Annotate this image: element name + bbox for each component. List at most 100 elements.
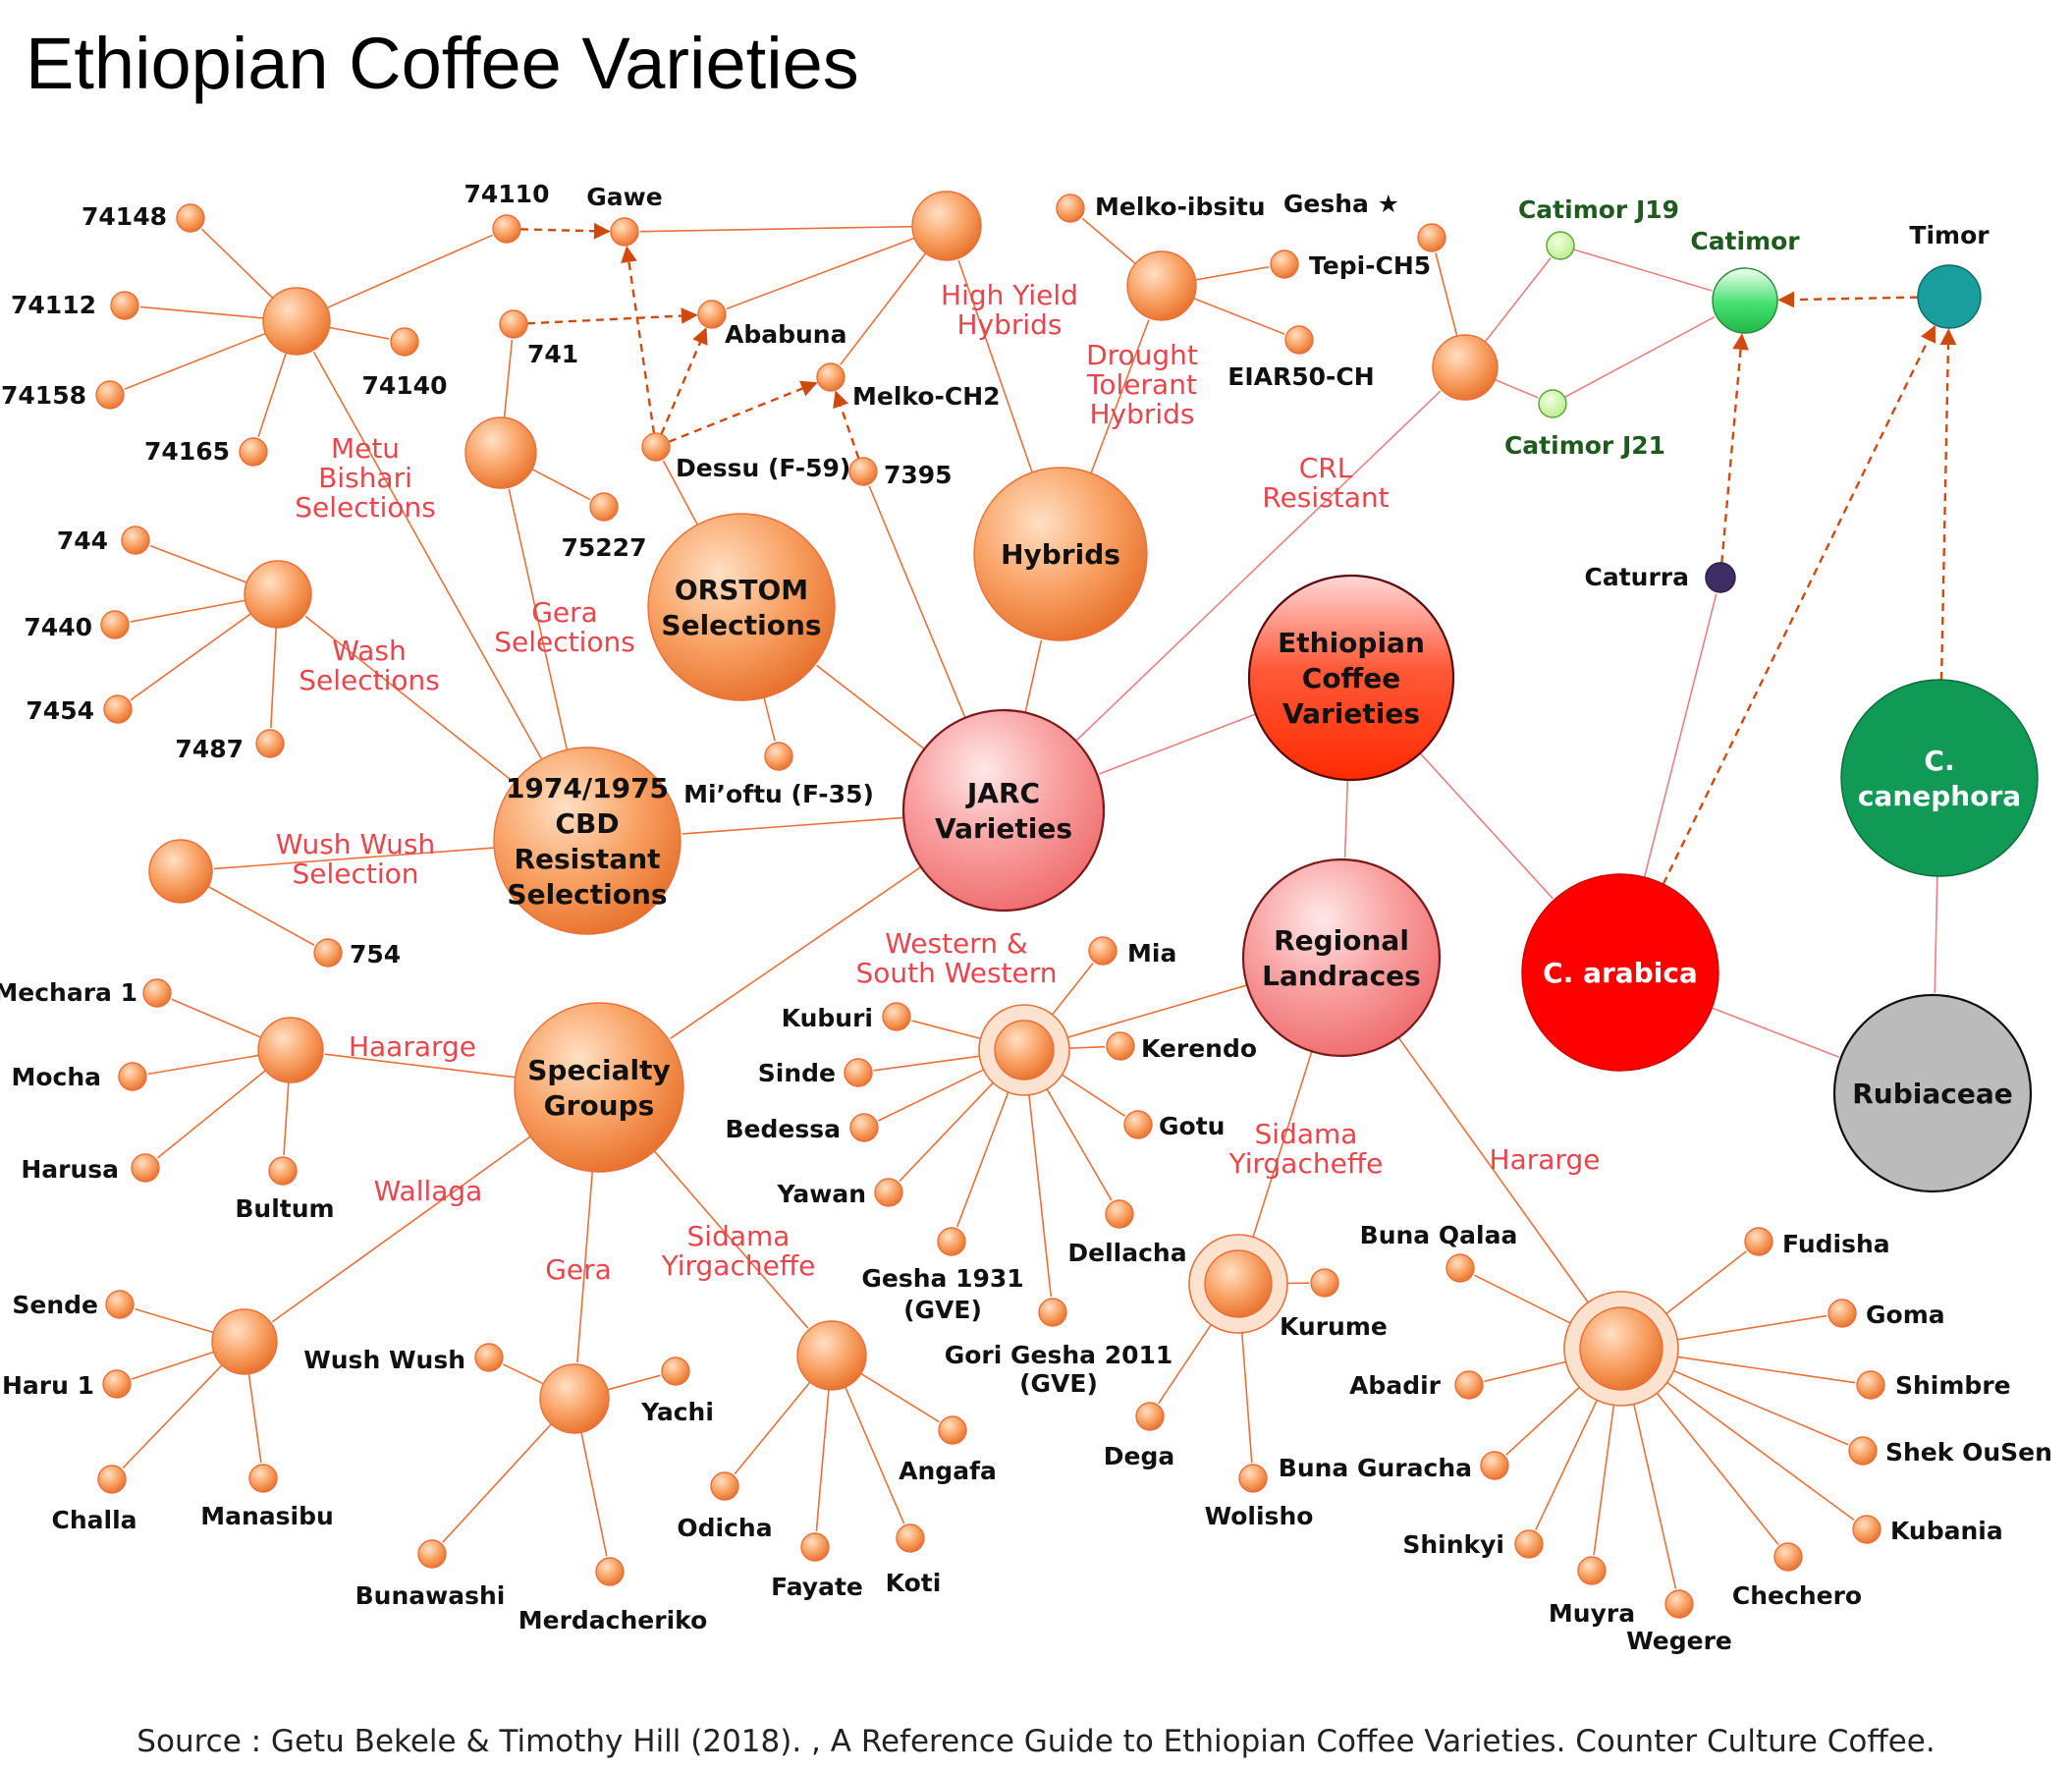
leaf-wash-7487	[255, 729, 285, 758]
leaf-hararge-abadir	[1454, 1370, 1484, 1400]
spoke-hararge-11	[1646, 1380, 1779, 1546]
leaf-western-kerendo	[1106, 1031, 1135, 1061]
group-label-gera-sel-0: Gera	[531, 596, 598, 629]
node-specialty	[514, 1002, 684, 1173]
edge-hybrids-drought-hub	[1090, 319, 1150, 473]
node-label-ecv-1: Coffee	[1302, 662, 1400, 694]
leaf-label-orstom-gawe: Gawe	[586, 183, 662, 211]
node-label-cbd-2: Resistant	[514, 843, 660, 875]
leaf-label-orstom-mi-oftu-f-35: Mi’oftu (F-35)	[683, 780, 874, 808]
node-arabica	[1521, 873, 1719, 1072]
edge-regional-sid-rg-hub	[1248, 1051, 1313, 1250]
edge-orstom-l-orstom-3	[662, 460, 698, 526]
edge-cbd-ww-hub	[213, 847, 495, 870]
node-label-cbd-1: CBD	[555, 807, 619, 840]
spoke-wallaga-0	[135, 1307, 214, 1334]
leaf-gera-bunawashi	[417, 1539, 447, 1569]
group-label-metu-1: Bishari	[318, 462, 412, 494]
page-title: Ethiopian Coffee Varieties	[26, 23, 859, 104]
leaf-label-metu-74148: 74148	[82, 202, 167, 231]
edge-orstom-l-orstom-5	[763, 696, 776, 742]
leaf-western-mia	[1088, 936, 1118, 966]
leaf-western-bedessa	[849, 1113, 879, 1142]
leaf-wallaga-sende	[105, 1290, 135, 1319]
group-label-western-1: South Western	[855, 957, 1057, 989]
hub-crl-hub	[1432, 334, 1499, 401]
edge-hy-top-l-orstom-0	[639, 225, 913, 233]
leaf-orstom-dessu-f-59	[641, 432, 671, 462]
node-jarc	[901, 708, 1106, 913]
spoke-western-7	[1038, 1075, 1113, 1201]
leaf-label-sidama_rg-wolisho: Wolisho	[1205, 1502, 1314, 1530]
spoke-wash-0	[149, 544, 247, 583]
spoke-hararge-3	[1484, 1357, 1582, 1383]
group-label-crl-1: Resistant	[1262, 481, 1389, 514]
group-label-drought-1: Tolerant	[1086, 368, 1197, 401]
leaf-label-metu-74165: 74165	[144, 437, 230, 466]
hub-haar-hub	[257, 1017, 324, 1083]
leaf-label-western-gori-gesha-2011: Gori Gesha 2011	[945, 1341, 1173, 1369]
leaf-label-hararge-chechero: Chechero	[1732, 1581, 1862, 1610]
spoke-hararge-6	[1505, 1375, 1592, 1456]
leaf-western-dellacha	[1105, 1199, 1134, 1229]
group-label-gera-0: Gera	[545, 1253, 612, 1286]
leaf-metu-74148	[176, 203, 205, 233]
node-label-regional-0: Regional	[1274, 924, 1409, 957]
spoke-haararge-1	[147, 1054, 259, 1076]
spoke-metu-3	[257, 353, 288, 438]
leaf-label-metu-74112: 74112	[11, 291, 96, 319]
spoke-gera-2	[442, 1423, 552, 1543]
spoke-haararge-0	[171, 998, 261, 1038]
arrow-l-metu-5-l-orstom-0	[519, 222, 611, 240]
spoke-hararge-10	[1629, 1388, 1677, 1589]
leaf-label-hararge-buna-guracha: Buna Guracha	[1279, 1454, 1472, 1482]
spoke-hararge-7	[1654, 1372, 1855, 1522]
group-label-sidama-rg-0: Sidama	[1255, 1118, 1358, 1150]
leaf-label-wallaga-manasibu: Manasibu	[200, 1502, 334, 1530]
group-label-wash-0: Wash	[332, 635, 406, 667]
leaf-orstom-7395	[848, 457, 878, 486]
leaf-orstom-gawe	[610, 217, 639, 247]
leaf-label-western-mia: Mia	[1127, 939, 1176, 968]
spoke-western-2	[873, 1053, 996, 1072]
group-label-sidama-sp-1: Yirgacheffe	[661, 1249, 816, 1282]
node-label-specialty-0: Specialty	[527, 1054, 671, 1086]
node-label-specialty-1: Groups	[544, 1089, 655, 1122]
spoke-sidama_sp-2	[815, 1389, 830, 1532]
leaf-label-haararge-bultum: Bultum	[235, 1194, 334, 1223]
leaf-hararge-wegere	[1664, 1589, 1694, 1619]
node-catimor-j21	[1538, 389, 1567, 418]
leaf-hybrids-eiar50-ch	[1284, 325, 1314, 355]
leaf-western-gesha-1931	[937, 1227, 966, 1256]
leaf-label-wallaga-sende: Sende	[12, 1291, 98, 1319]
leaf-label-wash-7487: 7487	[175, 735, 244, 763]
source-citation: Source : Getu Bekele & Timothy Hill (201…	[136, 1724, 1936, 1759]
spoke-haararge-3	[283, 1081, 290, 1156]
node-canephora	[1840, 679, 2039, 877]
leaf-label-wash-744: 744	[57, 526, 108, 555]
node-label-cbd-0: 1974/1975	[506, 772, 669, 804]
arrow-l-orstom-3-l-orstom-1	[660, 327, 708, 435]
edge-ecv-arabica	[1419, 752, 1554, 900]
group-label-hararge-0: Hararge	[1490, 1143, 1601, 1176]
node-label-catimor-j19: Catimor J19	[1518, 195, 1679, 224]
node-label-regional-1: Landraces	[1262, 960, 1421, 992]
leaf-label-wallaga-challa: Challa	[51, 1506, 136, 1534]
edge-specialty-wall-hub	[271, 1135, 531, 1323]
hub-gera-hub	[464, 416, 537, 489]
hub-wall-hub	[211, 1308, 278, 1375]
leaf-label-hararge-buna-qalaa: Buna Qalaa	[1360, 1221, 1518, 1249]
group-label-wash-1: Selections	[299, 664, 440, 696]
leaf-label-wash-7440: 7440	[24, 613, 92, 641]
arrow-l-orstom-4-l-orstom-2	[833, 390, 860, 460]
leaf-label-gera_sel-741: 741	[527, 340, 578, 368]
edge-hy-top-l-orstom-1	[726, 237, 915, 310]
spoke-western-8	[955, 1077, 1015, 1228]
leaf-label-metu-74158: 74158	[1, 381, 86, 410]
spoke-sidama_rg-1	[1158, 1310, 1221, 1405]
leaf-label-wallaga-haru-1: Haru 1	[2, 1371, 94, 1400]
spoke-wash-1	[130, 599, 245, 623]
node-rubiaceae	[1832, 993, 2033, 1193]
leaf-label-hararge-abadir: Abadir	[1349, 1371, 1442, 1400]
leaf-label-crl-gesha: Gesha ★	[1283, 190, 1399, 218]
